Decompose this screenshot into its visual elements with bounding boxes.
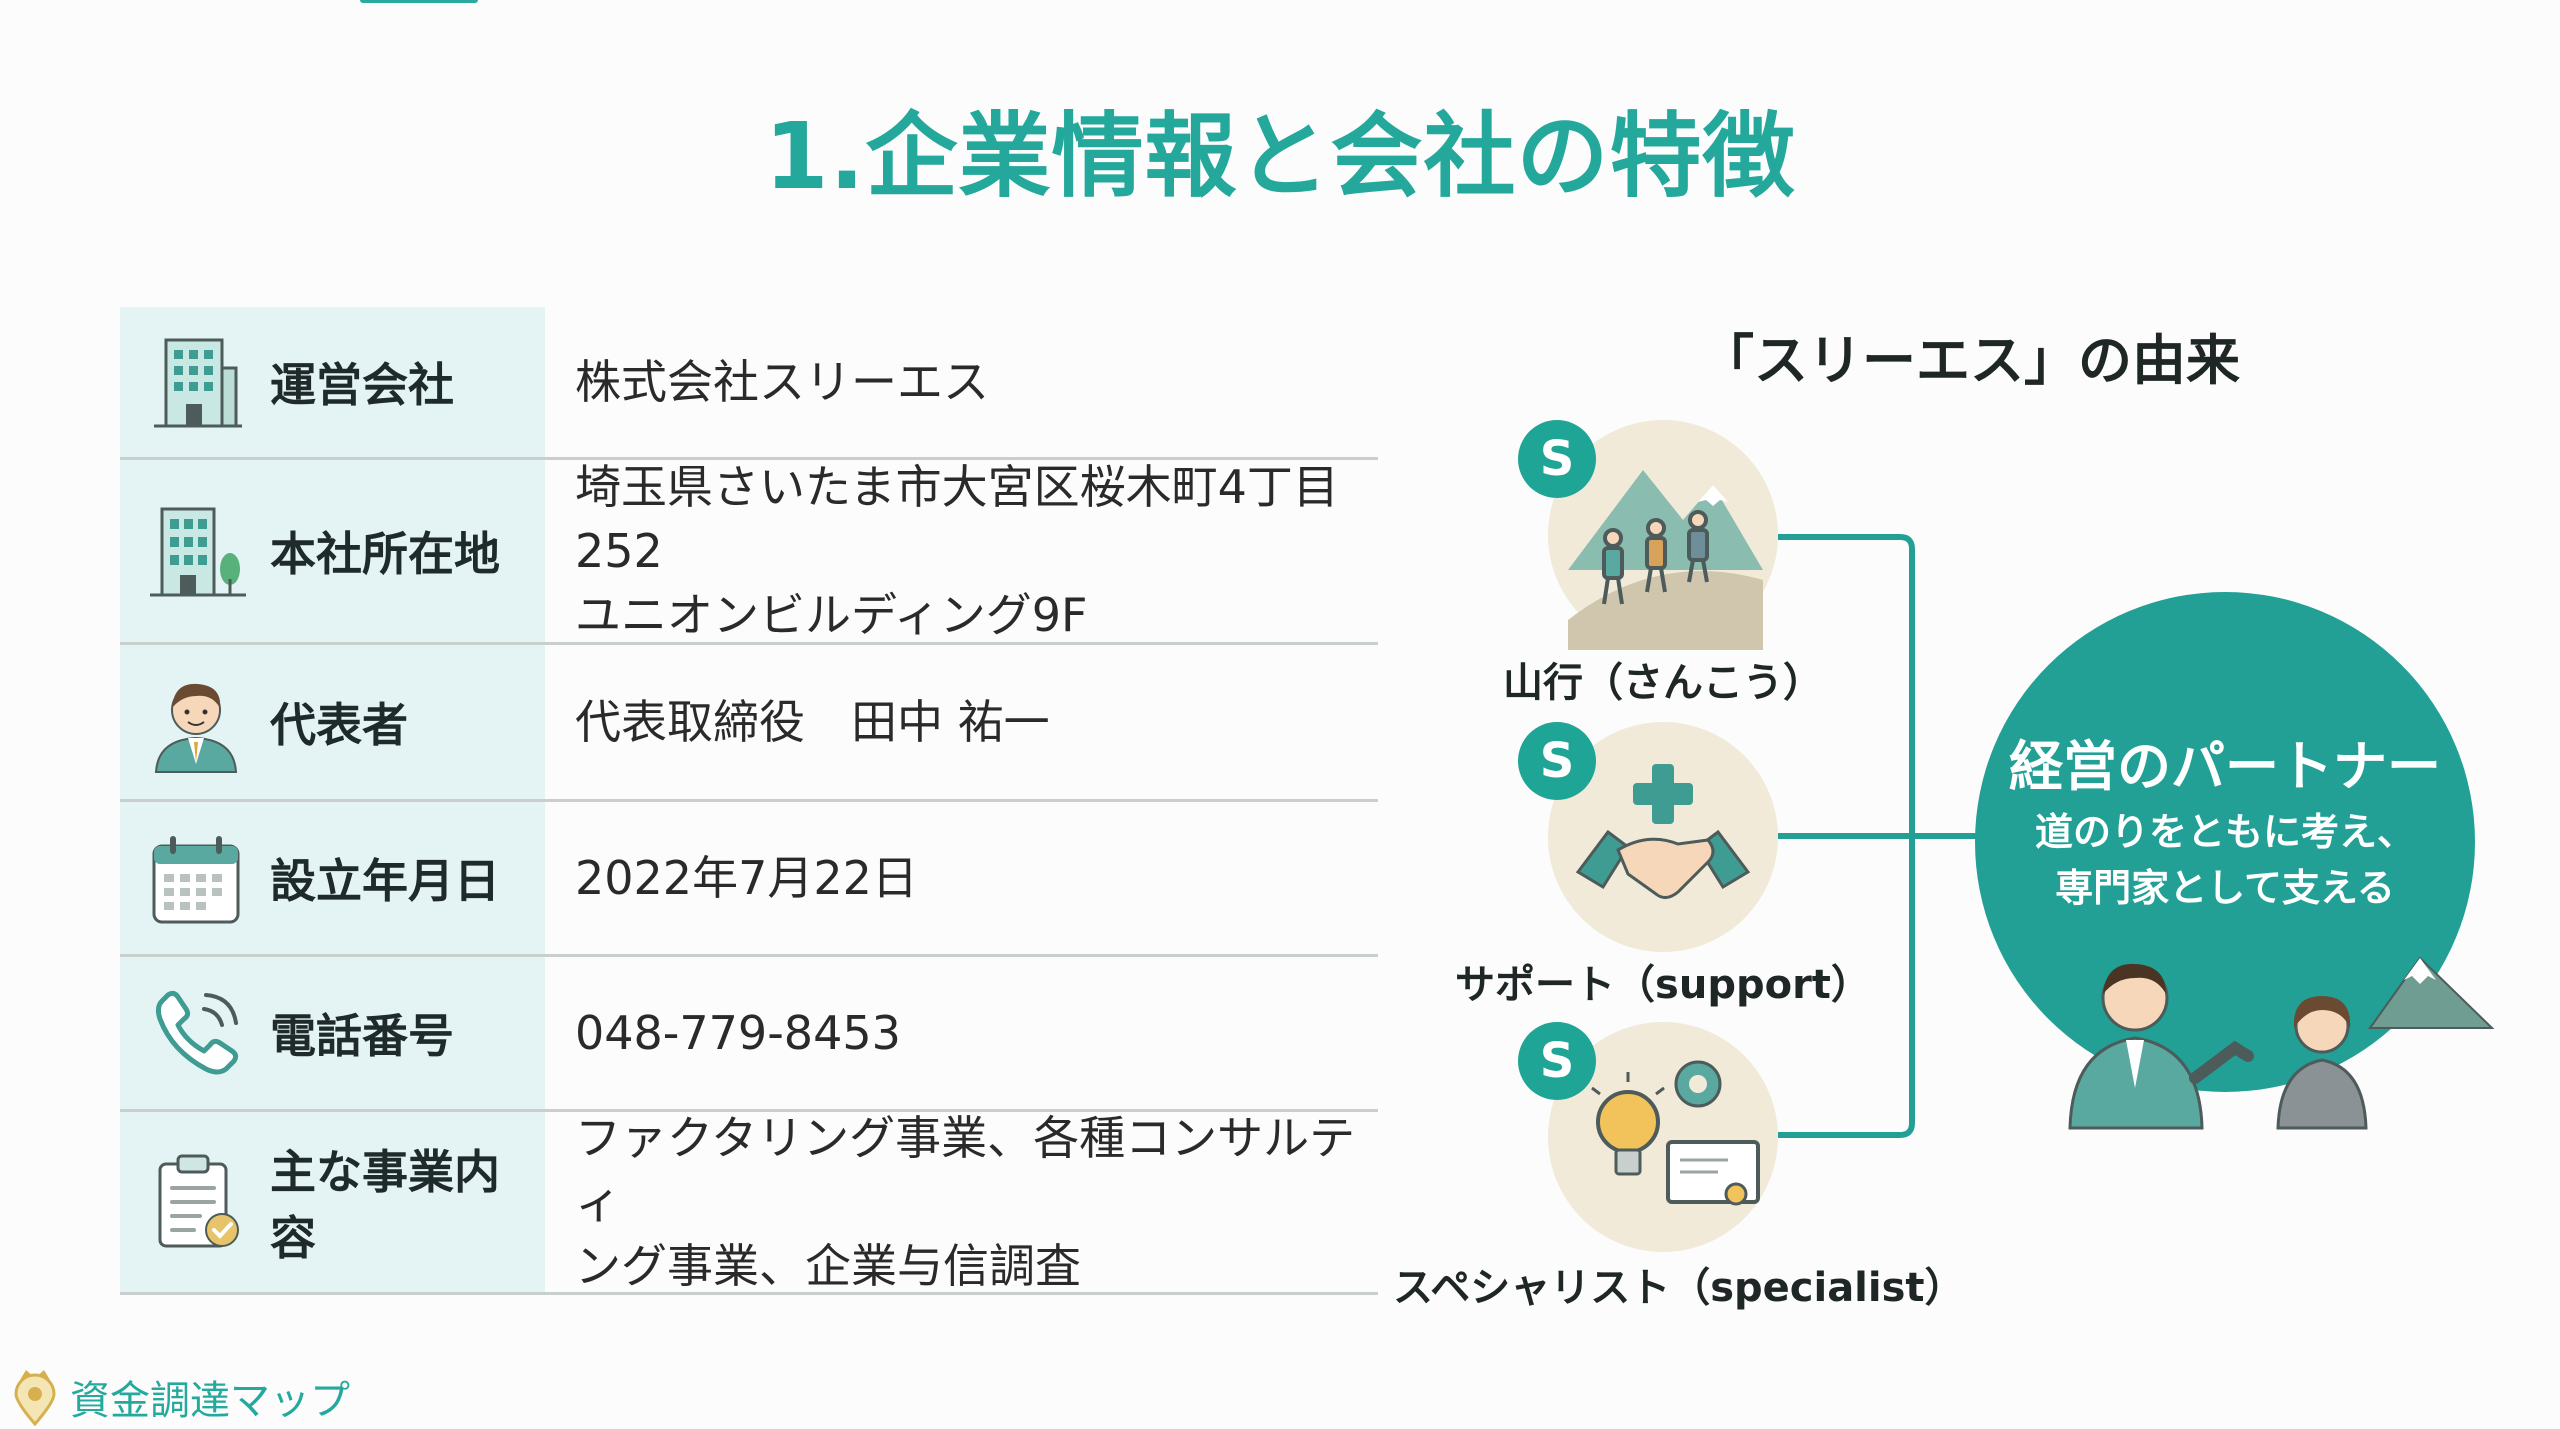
info-row-representative: 代表者 代表取締役 田中 祐一 bbox=[120, 645, 1378, 802]
map-pin-crown-icon bbox=[14, 1370, 56, 1426]
info-label-cell: 主な事業内容 bbox=[120, 1112, 545, 1292]
brand-logo[interactable]: 資金調達マップ bbox=[10, 1368, 350, 1426]
info-value: 埼玉県さいたま市大宮区桜木町4丁目252 ユニオンビルディング9F bbox=[575, 460, 1339, 642]
info-label: 代表者 bbox=[270, 698, 408, 752]
origin-label: サポート（support） bbox=[1455, 962, 1871, 1008]
info-label-cell: 本社所在地 bbox=[120, 460, 545, 642]
info-label-cell: 設立年月日 bbox=[120, 802, 545, 954]
info-label: 設立年月日 bbox=[270, 854, 500, 908]
page-title: 1.企業情報と会社の特徴 bbox=[764, 103, 1796, 210]
info-value: 代表取締役 田中 祐一 bbox=[575, 695, 1050, 749]
office-building-icon bbox=[142, 497, 250, 605]
info-label: 電話番号 bbox=[270, 1009, 454, 1063]
s-badge: S bbox=[1518, 722, 1596, 800]
partner-subtitle: 道のりをともに考え、 専門家として支える bbox=[2034, 810, 2415, 910]
info-value: 2022年7月22日 bbox=[575, 851, 918, 905]
s-badge: S bbox=[1518, 420, 1596, 498]
info-label-cell: 代表者 bbox=[120, 645, 545, 799]
partners-illustration bbox=[2068, 956, 2495, 1130]
info-label-cell: 電話番号 bbox=[120, 957, 545, 1109]
person-icon bbox=[142, 668, 250, 776]
origin-label: 山行（さんこう） bbox=[1503, 660, 1823, 706]
lightbulb-certificate-icon bbox=[1591, 1060, 1760, 1206]
logo-text: 資金調達マップ bbox=[70, 1378, 350, 1424]
info-value: 株式会社スリーエス bbox=[575, 355, 989, 409]
company-info-table: 運営会社 株式会社スリーエス 本社所在地 埼玉県さいたま市大宮区桜木町4丁目25… bbox=[120, 307, 1378, 1295]
specialist-circle bbox=[1548, 1022, 1778, 1252]
partner-title: 経営のパートナー bbox=[2009, 735, 2441, 798]
info-label-cell: 運営会社 bbox=[120, 307, 545, 457]
info-value: 048-779-8453 bbox=[575, 1006, 901, 1060]
clipboard-check-icon bbox=[142, 1148, 250, 1256]
info-row-business: 主な事業内容 ファクタリング事業、各種コンサルティ ング事業、企業与信調査 bbox=[120, 1111, 1378, 1295]
info-value: ファクタリング事業、各種コンサルティ ング事業、企業与信調査 bbox=[575, 1111, 1356, 1293]
info-row-company: 運営会社 株式会社スリーエス bbox=[120, 307, 1378, 460]
phone-icon bbox=[142, 979, 250, 1087]
info-row-phone: 電話番号 048-779-8453 bbox=[120, 957, 1378, 1112]
mountain-circle bbox=[1548, 420, 1778, 650]
info-row-address: 本社所在地 埼玉県さいたま市大宮区桜木町4丁目252 ユニオンビルディング9F bbox=[120, 460, 1378, 645]
origin-title: 「スリーエス」の由来 bbox=[1700, 329, 2240, 392]
info-label: 運営会社 bbox=[270, 358, 454, 412]
info-row-established: 設立年月日 2022年7月22日 bbox=[120, 802, 1378, 957]
origin-label: スペシャリスト（specialist） bbox=[1393, 1265, 1965, 1311]
info-label: 主な事業内容 bbox=[270, 1145, 500, 1265]
mountain-hikers-icon bbox=[1568, 470, 1763, 650]
handshake-icon bbox=[1575, 764, 1751, 899]
info-label: 本社所在地 bbox=[270, 527, 500, 581]
top-accent-bar bbox=[360, 0, 478, 3]
s-badge: S bbox=[1518, 1022, 1596, 1100]
calendar-icon bbox=[142, 824, 250, 932]
building-icon bbox=[142, 328, 250, 436]
